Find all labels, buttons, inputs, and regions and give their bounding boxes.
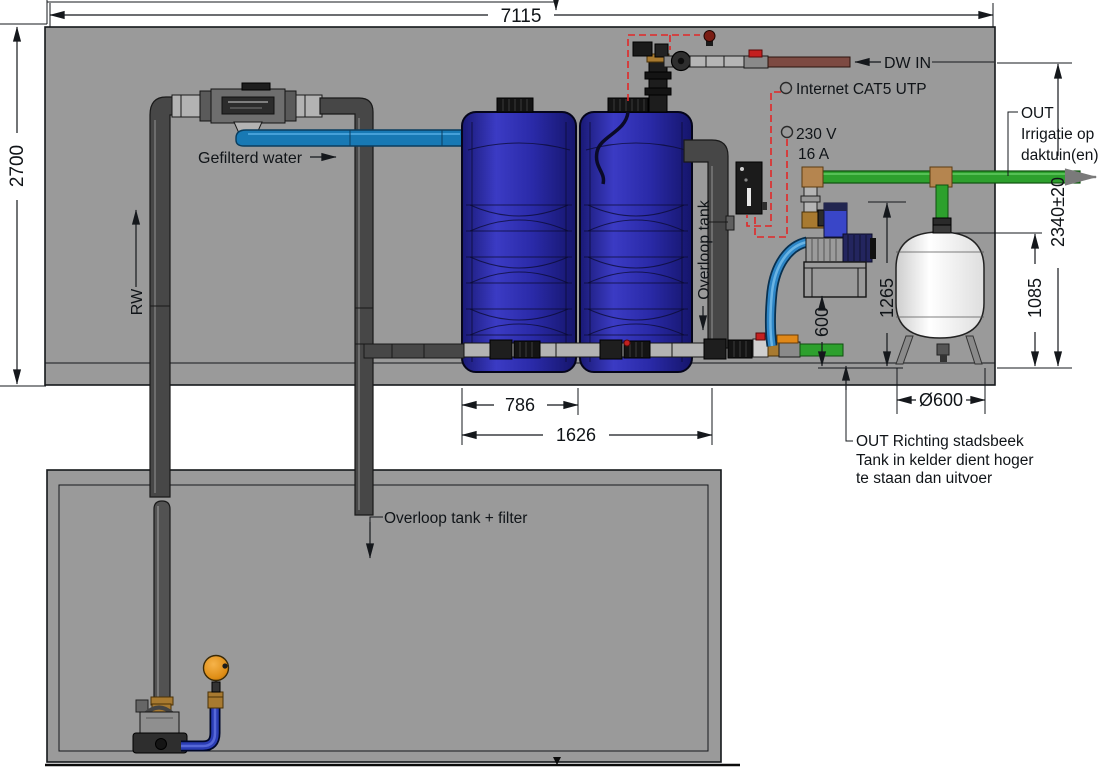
dim-tanks-width: 1626 [556, 425, 596, 445]
label-dw-in: DW IN [884, 55, 931, 72]
control-box [735, 161, 767, 215]
float-ball [202, 654, 230, 682]
dim-total-width: 7115 [501, 6, 542, 27]
dim-vessel-diameter: Ø600 [919, 390, 963, 410]
storage-tank-1 [461, 97, 577, 373]
dimension-text: 7115 2700 786 1626 600 1265 1085 2340±20… [7, 6, 1068, 445]
valve-handle [748, 49, 763, 58]
label-out-irrigation-1: OUT [1021, 105, 1054, 122]
tank2-valve [599, 339, 651, 360]
tank-overflow-pipe [683, 139, 735, 349]
dim-total-height: 2700 [7, 145, 28, 187]
dim-pump-line-height: 1265 [877, 278, 897, 318]
pressure-vessel [895, 224, 985, 365]
bottom-manifold [363, 332, 844, 360]
cellar-discharge-hose [181, 676, 224, 752]
dim-vessel-height: 1085 [1025, 278, 1045, 318]
booster-pump-set [765, 185, 876, 347]
manifold-fittings [703, 332, 801, 360]
dim-tank1-width: 786 [505, 395, 535, 415]
leader-lines [131, 57, 1018, 559]
label-overflow-tank-filter: Overloop tank + filter [384, 510, 527, 527]
dim-out-height: 2340±20 [1048, 177, 1068, 247]
label-overflow-tank: Overloop tank [696, 199, 713, 300]
shutoff-valve [743, 55, 769, 69]
orange-valve-handle [776, 334, 799, 344]
label-rainwater: RW [129, 288, 146, 315]
internet-connection-node [779, 81, 793, 95]
dw-supply-pipe [689, 49, 851, 69]
label-internet: Internet CAT5 UTP [796, 81, 927, 98]
label-out-stream-2: Tank in kelder dient hoger [856, 452, 1034, 469]
vent-device [703, 30, 716, 46]
drinking-water-pipe [767, 56, 851, 68]
power-connection-node [780, 125, 794, 139]
solenoid-valve [632, 41, 653, 57]
cellar-standpipe [150, 500, 174, 712]
label-text: Gefilterd water RW Overloop tank DW IN I… [129, 55, 1099, 527]
level-sensor-cable [594, 111, 630, 185]
label-out-irrigation-3: daktuin(en) [1021, 147, 1099, 164]
label-current: 16 A [798, 146, 830, 163]
label-out-stream-3: te staan dan uitvoer [856, 470, 992, 487]
tank-fill-pipe [632, 41, 672, 113]
pump-motor [842, 233, 873, 263]
electrical-wiring [627, 34, 788, 238]
vessel-feed-pipe [932, 184, 952, 228]
dimension-lines [0, 0, 1072, 767]
irrigation-out-pipe [801, 166, 1098, 188]
pump-stand [803, 261, 867, 298]
label-out-irrigation-2: Irrigatie op [1021, 126, 1094, 143]
vessel-drain [936, 343, 950, 356]
ball-valve [778, 341, 801, 358]
label-filtered-water: Gefilterd water [198, 150, 303, 167]
tank1-cap [496, 97, 534, 113]
label-voltage: 230 V [796, 126, 837, 143]
vessel-inlet [932, 224, 952, 234]
tank1-valve [489, 339, 541, 360]
storage-tank-2 [579, 97, 693, 373]
filtered-water-pipe [235, 129, 466, 147]
dim-pump-stand-height: 600 [812, 307, 832, 337]
label-out-stream-1: OUT Richting stadsbeek [856, 433, 1024, 450]
water-meter [663, 50, 697, 72]
rainwater-riser-pipe [149, 96, 187, 498]
